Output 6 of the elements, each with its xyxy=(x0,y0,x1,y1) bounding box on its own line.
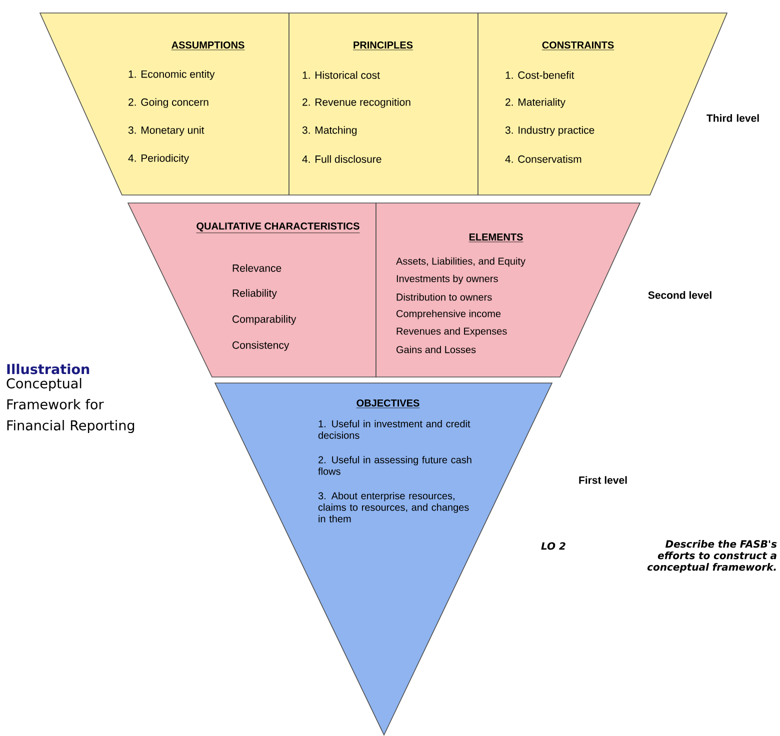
level-label: First level xyxy=(579,476,627,484)
framework-section: PRINCIPLES 1. Historical cost 2. Revenue recognition 3. Matching 4. Full disclosure xyxy=(288,12,478,196)
objective-text: Describe the FASB's efforts to construct a conceptual framework. xyxy=(647,540,777,573)
caption-text: Conceptual Framework for Financial Reporting xyxy=(6,378,134,434)
framework-section: ELEMENTS Assets, Liabilities, and Equity Investments by owners Distribution to owners Comprehensive income Revenues and Expenses Gains and Losses xyxy=(376,202,641,378)
title-text: Illustration xyxy=(7,364,90,374)
